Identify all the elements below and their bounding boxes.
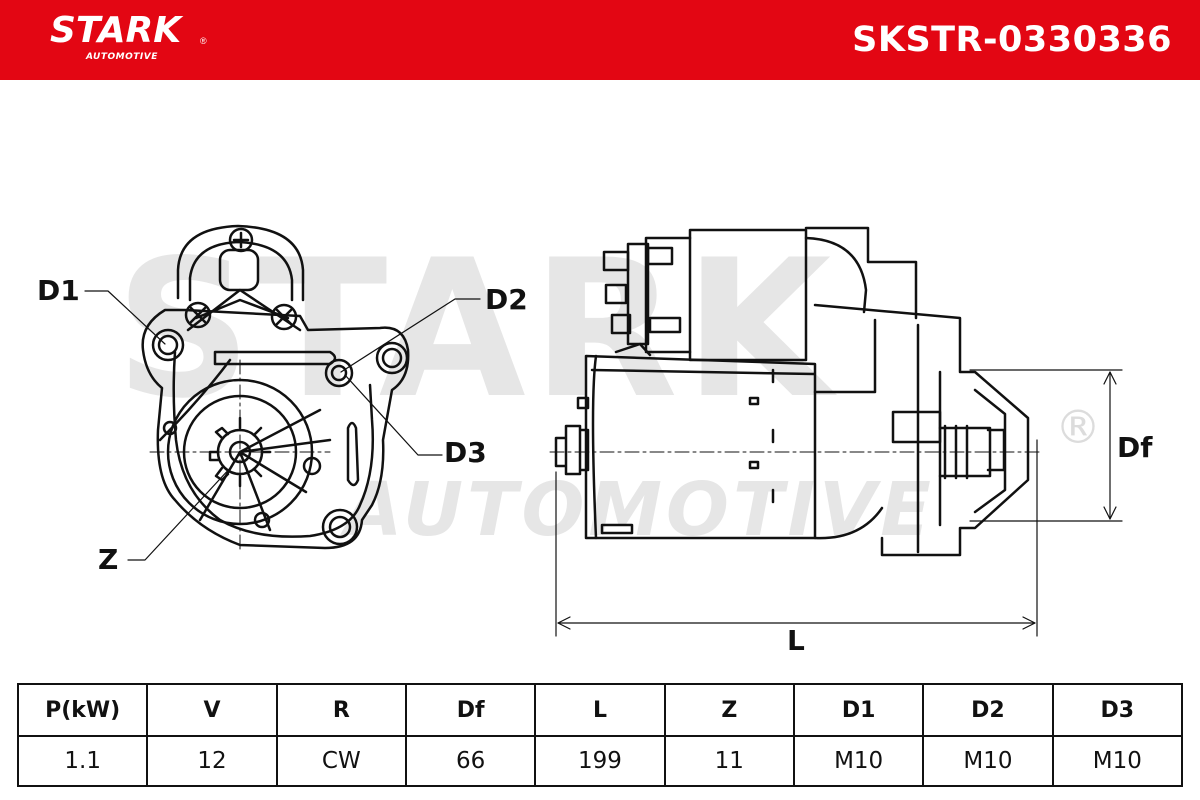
spec-header-d1: D1 <box>792 683 925 737</box>
side-view <box>554 226 1030 557</box>
front-leaders <box>84 290 481 561</box>
spec-value-row: 1.1 12 CW 66 199 11 M10 M10 M10 <box>16 735 1184 787</box>
callout-l: L <box>787 624 805 657</box>
spec-table: P(kW) V R Df L Z D1 D2 D3 1.1 12 CW 66 1… <box>16 683 1184 787</box>
spec-header-row: P(kW) V R Df L Z D1 D2 D3 <box>16 683 1184 737</box>
spec-header-length: L <box>534 683 666 737</box>
logo-registered-mark: ® <box>200 36 207 46</box>
spec-value-power: 1.1 <box>16 735 149 787</box>
logo-wordmark: STARK <box>50 10 182 51</box>
callout-df: Df <box>1117 431 1153 464</box>
starter-motor-drawing <box>84 224 1123 637</box>
spec-value-d3: M10 <box>1051 735 1184 787</box>
spec-value-length: 199 <box>534 735 666 787</box>
spec-value-df: 66 <box>404 735 537 787</box>
callout-z: Z <box>98 543 119 576</box>
callout-d3: D3 <box>444 436 487 469</box>
stark-logo: STARK ® AUTOMOTIVE <box>50 10 207 63</box>
header-bar: STARK ® AUTOMOTIVE SKSTR-0330336 <box>0 0 1200 80</box>
spec-value-voltage: 12 <box>146 735 278 787</box>
spec-value-d2: M10 <box>922 735 1054 787</box>
spec-header-power: P(kW) <box>16 683 149 737</box>
spec-header-d2: D2 <box>922 683 1054 737</box>
watermark-stark: STARK <box>115 219 838 440</box>
front-centerlines <box>149 359 331 551</box>
spec-header-voltage: V <box>146 683 278 737</box>
spec-value-rotation: CW <box>275 735 407 787</box>
spec-value-teeth: 11 <box>663 735 795 787</box>
part-number: SKSTR-0330336 <box>852 20 1172 60</box>
logo-subtitle: AUTOMOTIVE <box>86 52 158 62</box>
watermark-registered-mark: ® <box>1055 400 1101 454</box>
callout-d2: D2 <box>485 283 528 316</box>
spec-header-df: Df <box>404 683 537 737</box>
callout-d1: D1 <box>37 274 80 307</box>
spec-value-d1: M10 <box>792 735 925 787</box>
spec-header-rotation: R <box>275 683 407 737</box>
front-view <box>141 224 410 550</box>
dimension-lines <box>555 369 1123 637</box>
spec-header-d3: D3 <box>1051 683 1184 737</box>
spec-header-teeth: Z <box>663 683 795 737</box>
